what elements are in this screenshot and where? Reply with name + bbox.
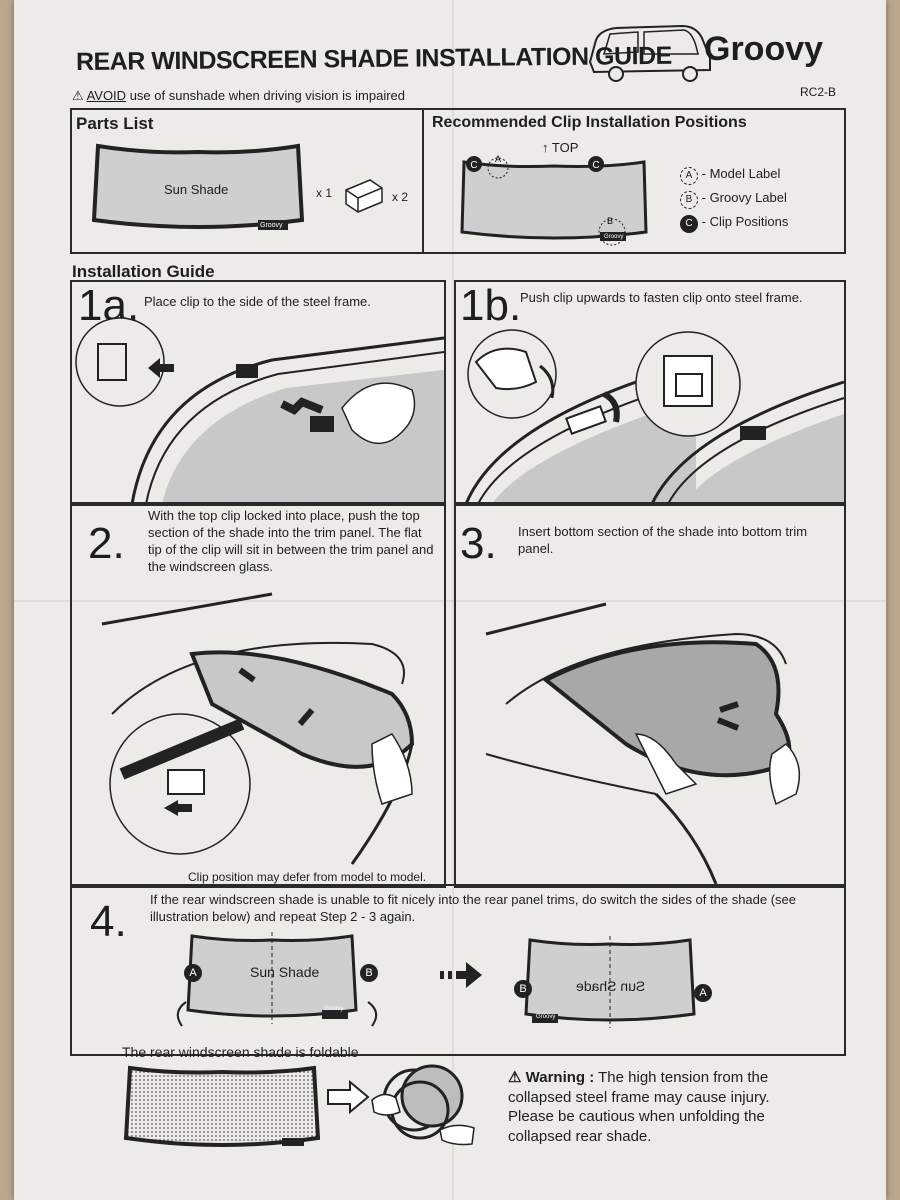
page-title: REAR WINDSCREEN SHADE INSTALLATION GUIDE — [75, 41, 672, 76]
parts-list-title: Parts List — [76, 114, 154, 133]
clip-icon — [345, 179, 383, 213]
step-1b-illustration — [464, 329, 845, 505]
step-3-number: 3. — [460, 519, 497, 568]
step-2-illustration — [101, 592, 415, 865]
arrow-up-icon: ↑ — [542, 140, 549, 155]
instruction-sheet: REAR WINDSCREEN SHADE INSTALLATION GUIDE… — [14, 0, 886, 1200]
marker-b-icon: B — [680, 191, 698, 209]
legend-item-c: C - Clip Positions — [680, 214, 788, 233]
installation-guide-title: Installation Guide — [72, 262, 215, 281]
car-illustration — [588, 24, 711, 82]
step-3-text: Insert bottom section of the shade into … — [518, 524, 808, 556]
shade-flipped-label: Sun Shade — [576, 978, 646, 994]
step-1a-illustration — [75, 317, 445, 505]
brand-logo: Groovy — [704, 30, 824, 68]
svg-text:A: A — [495, 154, 501, 164]
step-1b-panel: 1b. Push clip upwards to fasten clip ont… — [454, 280, 846, 506]
clip-position-diagram: C A C B — [460, 154, 648, 246]
marker-b-left: B — [360, 964, 378, 982]
avoid-text: use of sunshade when driving vision is i… — [129, 88, 406, 103]
model-code: RC2-B — [800, 85, 837, 99]
warning-text: The high tension from the collapsed stee… — [508, 1069, 770, 1145]
swap-arrow-icon — [440, 962, 482, 988]
fold-line-horizontal — [14, 600, 886, 602]
step-3-panel: 3. Insert bottom section of the shade in… — [454, 502, 846, 888]
marker-a-right: A — [694, 984, 712, 1002]
svg-text:B: B — [607, 216, 613, 226]
shade-flipped-tag: Groovy — [536, 1014, 556, 1020]
step-1b-text: Push clip upwards to fasten clip onto st… — [520, 290, 803, 305]
top-indicator: ↑ TOP — [542, 140, 578, 155]
sun-shade-label: Sun Shade — [164, 182, 229, 197]
step-1a-text: Place clip to the side of the steel fram… — [144, 294, 371, 309]
marker-a-icon: A — [680, 167, 698, 185]
avoid-word: AVOID — [86, 88, 127, 103]
shade-quantity: x 1 — [316, 186, 333, 200]
step-4-text: If the rear windscreen shade is unable t… — [150, 892, 797, 924]
legend-text-a: - Model Label — [701, 166, 781, 181]
warning-label: Warning : — [525, 1069, 595, 1086]
legend-text-b: - Groovy Label — [701, 190, 787, 205]
avoid-notice: ⚠ AVOID use of sunshade when driving vis… — [72, 88, 405, 104]
clip-position-note: Clip position may defer from model to mo… — [188, 870, 427, 884]
step-4-number: 4. — [90, 897, 127, 946]
svg-text:C: C — [470, 160, 477, 171]
folding-hands-illustration — [371, 1064, 475, 1146]
step-2-text: With the top clip locked into place, pus… — [148, 508, 434, 574]
shade-front-label: Sun Shade — [250, 964, 320, 980]
marker-c-icon: C — [680, 215, 698, 233]
shade-front-tag: Groovy — [324, 1006, 344, 1012]
warning-triangle-icon: ⚠ — [508, 1069, 522, 1086]
svg-text:C: C — [592, 160, 599, 171]
shade-flipped-diagram — [524, 936, 696, 1028]
step-2-panel: 2. With the top clip locked into place, … — [70, 502, 446, 888]
legend-item-a: A - Model Label — [680, 166, 780, 185]
arrow-right-icon — [327, 1079, 370, 1115]
marker-a-left: A — [184, 964, 202, 982]
foldable-note: The rear windscreen shade is foldable — [122, 1044, 359, 1060]
legend-text-c: - Clip Positions — [701, 214, 789, 229]
warning-block: ⚠ Warning : The high tension from the co… — [508, 1068, 808, 1146]
shade-tag: Groovy — [260, 222, 283, 229]
step-4-panel: 4. If the rear windscreen shade is unabl… — [70, 884, 846, 1056]
shade-front-diagram — [176, 932, 378, 1027]
legend-item-b: B - Groovy Label — [680, 190, 787, 209]
parts-list-panel: Parts List Sun Shade Groovy x 1 x 2 — [70, 108, 424, 254]
folded-shade-diagram — [123, 1065, 321, 1147]
clip-diagram-tag: Groovy — [604, 234, 624, 240]
step-3-illustration — [485, 602, 801, 885]
clip-positions-panel: Recommended Clip Installation Positions … — [422, 108, 846, 254]
step-2-number: 2. — [88, 519, 125, 568]
step-1b-number: 1b. — [460, 281, 522, 330]
sun-shade-diagram — [91, 143, 305, 230]
clip-positions-title: Recommended Clip Installation Positions — [432, 114, 747, 131]
step-1a-panel: 1a. Place clip to the side of the steel … — [70, 280, 446, 506]
clip-quantity: x 2 — [392, 190, 409, 204]
warning-triangle-icon: ⚠ — [72, 88, 84, 103]
fold-line-vertical — [452, 0, 454, 1200]
marker-b-right: B — [514, 980, 532, 998]
top-label: TOP — [551, 140, 579, 155]
